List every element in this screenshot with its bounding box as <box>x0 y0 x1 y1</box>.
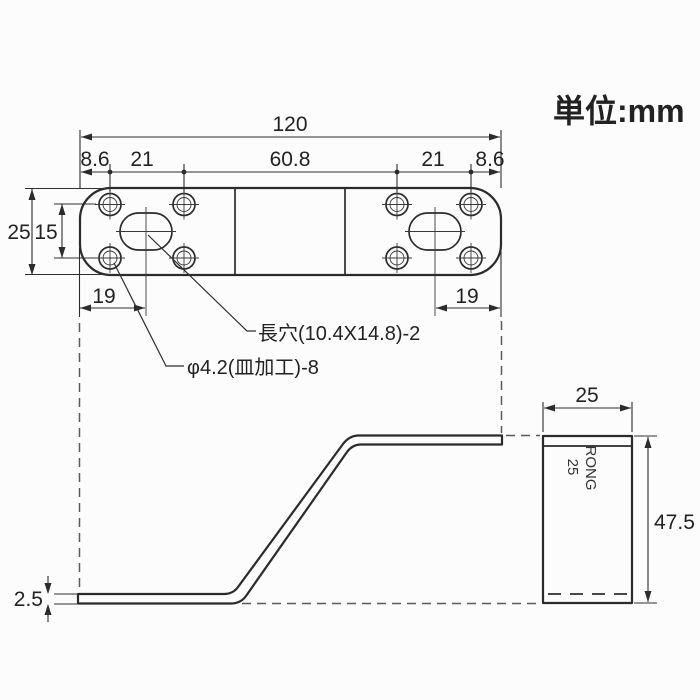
dim-total-width: 120 <box>272 113 307 136</box>
countersunk-hole <box>456 243 486 273</box>
slot-hole <box>405 207 465 316</box>
dim-thickness: 2.5 <box>14 588 43 611</box>
projection-lines <box>78 321 540 605</box>
countersunk-hole <box>169 243 199 273</box>
end-view-outline <box>541 434 634 605</box>
dim-height: 25 <box>7 221 30 244</box>
slot-label: 長穴(10.4X14.8)-2 <box>258 322 420 345</box>
hole-leader-line <box>113 262 184 367</box>
countersunk-hole <box>382 189 412 220</box>
slot-leader-line <box>147 234 256 332</box>
dim-slot-left: 19 <box>92 285 115 308</box>
dim-slot-right: 19 <box>455 285 478 308</box>
stamp-text: RONG <box>582 446 599 491</box>
leader-labels: 長穴(10.4X14.8)-2 φ4.2(皿加工)-8 <box>113 234 420 379</box>
dim-pitch-right: 21 <box>421 148 444 171</box>
countersunk-hole <box>382 243 412 273</box>
slot-hole <box>116 207 176 316</box>
countersunk-hole <box>456 189 486 220</box>
dim-end-width: 25 <box>575 384 598 407</box>
countersunk-hole <box>169 189 199 220</box>
unit-label: 単位:mm <box>553 93 685 129</box>
dim-center: 60.8 <box>270 148 311 171</box>
end-view: RONG 25 25 47.5 <box>541 384 695 605</box>
countersunk-hole <box>95 189 125 220</box>
hole-label: φ4.2(皿加工)-8 <box>187 356 319 379</box>
dim-edge-right: 8.6 <box>475 148 504 171</box>
top-view-dimensions: 120 8.6 21 60.8 21 8.6 25 15 19 19 <box>7 113 505 317</box>
top-view <box>78 186 503 316</box>
dim-edge-left: 8.6 <box>80 148 109 171</box>
z-profile <box>76 434 504 605</box>
side-view: 2.5 <box>14 434 504 622</box>
dim-pitch-left: 21 <box>130 148 153 171</box>
dim-end-height: 47.5 <box>654 511 695 534</box>
dim-hole-spacing: 15 <box>34 221 57 244</box>
plate-outline <box>78 186 503 277</box>
countersunk-hole <box>95 243 125 273</box>
stamp-number: 25 <box>564 459 581 476</box>
